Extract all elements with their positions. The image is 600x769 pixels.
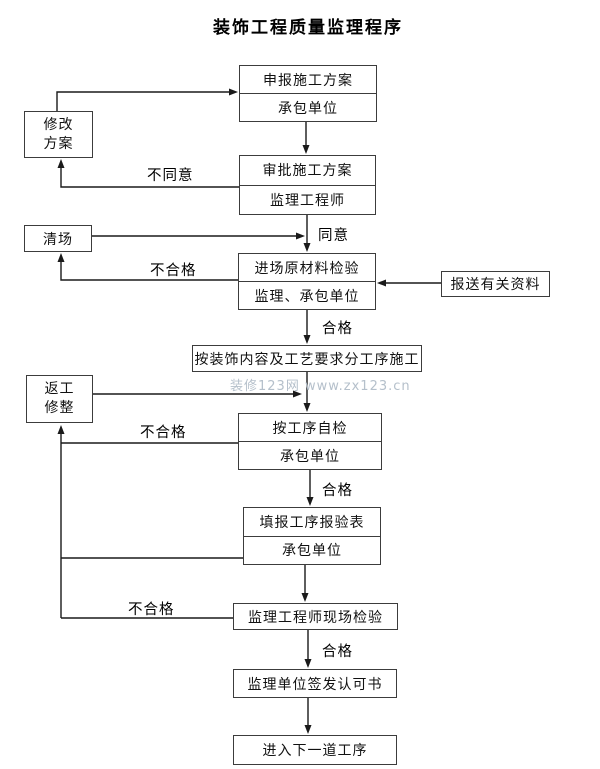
node-next-process: 进入下一道工序 bbox=[233, 735, 397, 765]
edge-label-disagree: 不同意 bbox=[147, 168, 194, 184]
node-rework-repair-line1: 返工 bbox=[44, 381, 75, 398]
node-rework-repair-line2: 修整 bbox=[44, 400, 75, 416]
edge-label-qualified-self-check: 合格 bbox=[322, 483, 353, 499]
node-declare-plan-title: 申报施工方案 bbox=[263, 72, 353, 89]
node-approve-plan-actor: 监理工程师 bbox=[240, 184, 375, 215]
node-submit-documents-label: 报送有关资料 bbox=[450, 277, 541, 293]
node-process-self-check: 按工序自检 承包单位 bbox=[238, 413, 382, 470]
node-fill-inspection-form: 填报工序报验表 承包单位 bbox=[243, 507, 381, 565]
node-modify-plan-line2: 方案 bbox=[43, 135, 74, 152]
node-construction-by-process: 按装饰内容及工艺要求分工序施工 bbox=[192, 345, 422, 372]
node-approve-plan-title: 审批施工方案 bbox=[262, 163, 353, 180]
edge-label-qualified-site-inspection: 合格 bbox=[322, 644, 353, 660]
node-fill-inspection-form-title: 填报工序报验表 bbox=[259, 514, 365, 531]
node-next-process-label: 进入下一道工序 bbox=[262, 743, 368, 759]
node-construction-by-process-label: 按装饰内容及工艺要求分工序施工 bbox=[194, 351, 420, 368]
node-process-self-check-title: 按工序自检 bbox=[272, 420, 348, 437]
node-material-inspection: 进场原材料检验 监理、承包单位 bbox=[238, 253, 376, 310]
node-submit-documents: 报送有关资料 bbox=[441, 271, 550, 297]
node-rework-repair: 返工 修整 bbox=[26, 375, 93, 423]
node-declare-plan: 申报施工方案 承包单位 bbox=[239, 65, 377, 122]
node-fill-inspection-form-actor: 承包单位 bbox=[244, 535, 380, 565]
edge-label-unqualified-self-check: 不合格 bbox=[140, 425, 187, 441]
node-declare-plan-actor: 承包单位 bbox=[240, 93, 376, 121]
node-issue-approval-label: 监理单位签发认可书 bbox=[247, 676, 383, 693]
node-material-inspection-actor: 监理、承包单位 bbox=[239, 281, 375, 309]
node-clear-site: 清场 bbox=[24, 225, 92, 252]
node-clear-site-label: 清场 bbox=[43, 231, 73, 248]
node-issue-approval: 监理单位签发认可书 bbox=[233, 669, 397, 698]
page-title: 装饰工程质量监理程序 bbox=[213, 18, 403, 38]
edge-label-unqualified-site-inspection: 不合格 bbox=[128, 602, 175, 618]
edge-label-unqualified-materials: 不合格 bbox=[150, 263, 197, 279]
watermark-text: 装修123网 www.zx123.cn bbox=[230, 379, 411, 394]
node-site-inspection: 监理工程师现场检验 bbox=[233, 603, 398, 630]
edge-label-qualified-materials: 合格 bbox=[322, 321, 353, 337]
node-modify-plan: 修改 方案 bbox=[24, 111, 93, 158]
edge-label-agree: 同意 bbox=[318, 228, 349, 244]
node-modify-plan-line1: 修改 bbox=[43, 116, 74, 133]
node-approve-plan: 审批施工方案 监理工程师 bbox=[239, 155, 376, 215]
node-site-inspection-label: 监理工程师现场检验 bbox=[248, 609, 383, 626]
node-process-self-check-actor: 承包单位 bbox=[239, 441, 381, 469]
node-material-inspection-title: 进场原材料检验 bbox=[254, 260, 360, 277]
